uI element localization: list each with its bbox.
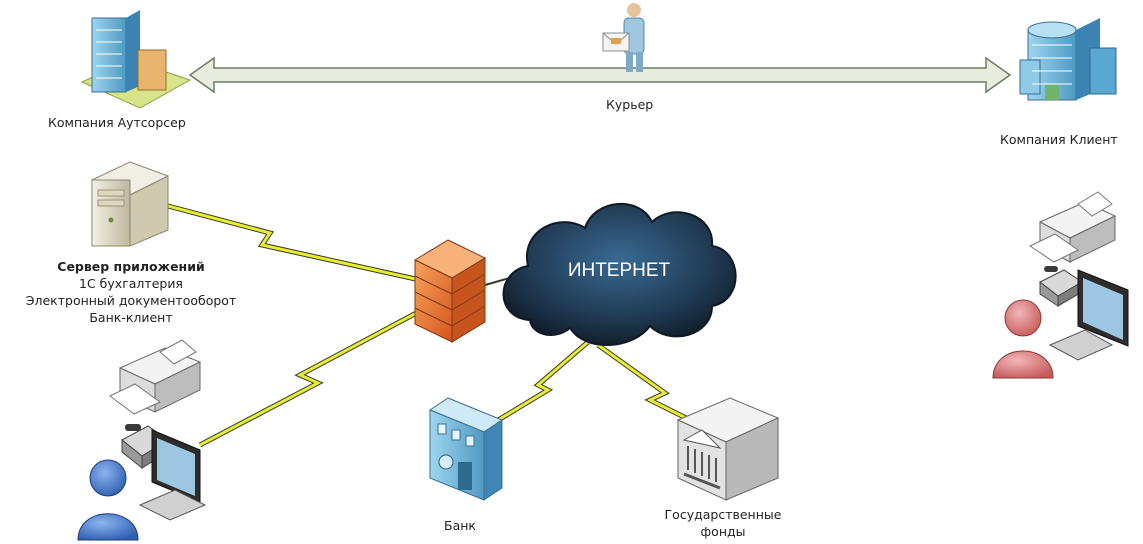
- link-workstation-firewall: [198, 307, 424, 448]
- server-caption: Сервер приложений 1С бухгалтерия Электро…: [0, 258, 262, 326]
- client-printer-icon: [1028, 191, 1117, 263]
- cloud-icon: [502, 202, 737, 346]
- client-building-icon: [1019, 18, 1117, 101]
- server-line-1: 1С бухгалтерия: [79, 276, 183, 291]
- server-icon: [90, 161, 170, 247]
- bank-label: Банк: [444, 518, 476, 533]
- bank-icon: [428, 397, 504, 501]
- funds-label: Государственные фонды: [648, 506, 798, 540]
- outsourcer-label: Компания Аутсорсер: [48, 115, 186, 130]
- server-title: Сервер приложений: [57, 259, 205, 274]
- courier-person-icon: [602, 3, 645, 72]
- link-server-firewall: [167, 203, 421, 283]
- user-icon: [77, 459, 139, 541]
- client-label: Компания Клиент: [1000, 132, 1118, 147]
- server-line-2: Электронный документооборот: [25, 293, 237, 308]
- monitor-icon: [138, 429, 207, 521]
- internet-label: ИНТЕРНЕТ: [568, 260, 671, 281]
- funds-label-line-2: фонды: [700, 524, 746, 539]
- government-building-icon: [676, 397, 780, 501]
- printer-icon: [109, 339, 202, 415]
- funds-label-line-1: Государственные: [664, 507, 782, 522]
- client-user-icon: [992, 299, 1054, 379]
- courier-label: Курьер: [606, 97, 654, 112]
- link-cloud-bank: [488, 340, 590, 428]
- client-phone-icon: [1039, 266, 1083, 307]
- client-monitor-icon: [1048, 269, 1129, 361]
- courier-arrow: [188, 56, 1012, 94]
- link-cloud-funds: [596, 342, 702, 428]
- office-building-icon: [80, 10, 192, 109]
- server-line-3: Банк-клиент: [89, 310, 173, 325]
- firewall-icon: [413, 239, 487, 343]
